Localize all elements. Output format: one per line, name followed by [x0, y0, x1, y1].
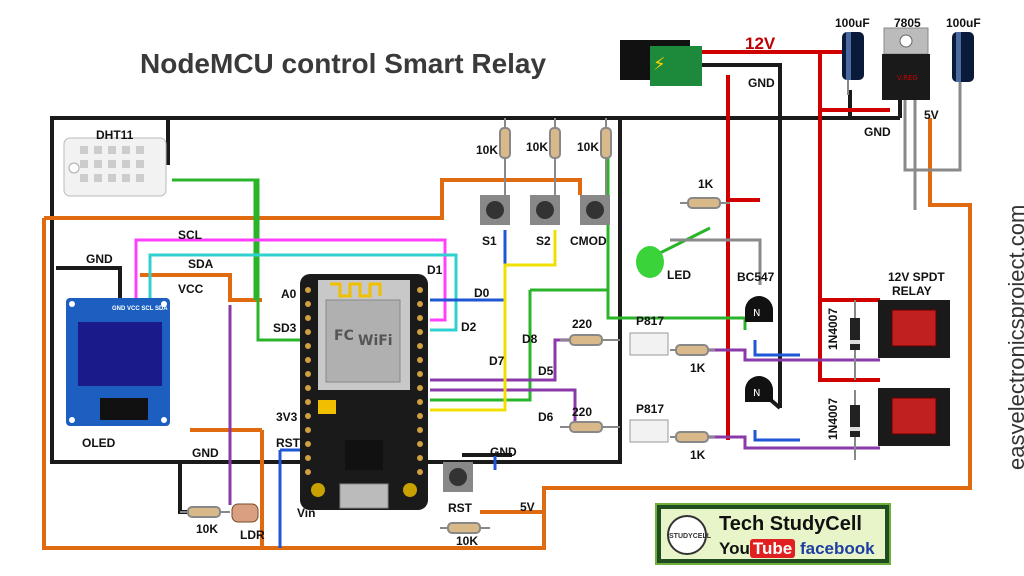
label-gnd-reg: GND: [864, 125, 891, 139]
label-r-opto1: 220: [572, 317, 593, 331]
label-led: LED: [667, 268, 691, 282]
youtube-you: You: [719, 539, 750, 558]
website-label: easyelectronicsproject.com: [1004, 204, 1024, 470]
oled-pin-labels: GND VCC SCL SDA: [112, 306, 168, 312]
oled-pin-scl: SCL: [141, 306, 154, 312]
label-r2: 10K: [526, 140, 549, 154]
label-sd3: SD3: [273, 321, 297, 335]
led: [636, 246, 664, 278]
label-d0: D0: [474, 286, 490, 300]
label-s1: S1: [482, 234, 497, 248]
label-ldr: LDR: [240, 528, 265, 542]
label-d2: D2: [461, 320, 477, 334]
wires-red: [700, 40, 890, 440]
label-r-base2: 1K: [690, 448, 706, 462]
wires-orange: [42, 118, 972, 550]
transistors: N N: [745, 296, 773, 402]
svg-text:N: N: [753, 308, 760, 319]
label-bc547: BC547: [737, 270, 775, 284]
optocouplers: [629, 332, 669, 443]
facebook-label: facebook: [799, 539, 875, 558]
label-relay-line1: 12V SPDT: [888, 270, 945, 284]
label-dht11: DHT11: [96, 128, 134, 142]
label-r-opto2: 220: [572, 405, 593, 419]
label-5v-bottom: 5V: [520, 500, 535, 514]
dc-jack: ⚡: [620, 40, 702, 86]
wires-i2c: [134, 238, 458, 332]
wires-gray: [670, 70, 962, 285]
label-d5: D5: [538, 364, 554, 378]
wires-yellow: [430, 230, 557, 412]
dht11-sensor: [63, 137, 167, 197]
svg-text:N: N: [753, 388, 760, 399]
label-diode1: 1N4007: [826, 307, 840, 350]
label-cmod: CMOD: [570, 234, 607, 248]
label-a0: A0: [281, 287, 297, 301]
label-gnd-oled: GND: [86, 252, 113, 266]
oled-pin-vcc: VCC: [127, 306, 140, 312]
nodemcu-board: FC WiFi: [300, 274, 428, 510]
push-buttons: [443, 195, 610, 492]
label-vcc: VCC: [178, 282, 204, 296]
label-gnd-top: GND: [748, 76, 775, 90]
regulator-7805: V.REG: [882, 27, 930, 100]
svg-text:WiFi: WiFi: [358, 333, 393, 349]
label-r-base1: 1K: [690, 361, 706, 375]
svg-text:FC: FC: [334, 328, 354, 344]
label-3v3: 3V3: [276, 410, 298, 424]
label-12v: 12V: [745, 34, 776, 53]
label-rst: RST: [276, 436, 300, 450]
capacitor-1: [842, 32, 864, 95]
resistors: [180, 118, 730, 534]
label-regulator: 7805: [894, 16, 921, 30]
label-cap1: 100uF: [835, 16, 870, 30]
label-r-led: 1K: [698, 177, 714, 191]
wires-green: [172, 150, 747, 402]
brand-name: Tech StudyCell: [719, 513, 862, 535]
label-opto1: P817: [636, 314, 665, 328]
label-d8: D8: [522, 332, 538, 346]
wires-purple: [228, 305, 880, 505]
brand-emblem: STUDYCELL: [667, 515, 711, 555]
label-btn-rst: RST: [448, 501, 472, 515]
label-oled: OLED: [82, 436, 116, 450]
label-opto2: P817: [636, 402, 665, 416]
ldr: [231, 503, 259, 523]
label-vin: Vin: [297, 506, 316, 520]
label-gnd-mcu: GND: [490, 445, 517, 459]
oled-pin-gnd: GND: [112, 306, 126, 312]
oled-display: [66, 298, 170, 426]
label-relay-line2: RELAY: [892, 284, 932, 298]
label-s2: S2: [536, 234, 551, 248]
label-gnd-bottom: GND: [192, 446, 219, 460]
label-r-rst: 10K: [456, 534, 479, 548]
label-r1: 10K: [476, 143, 499, 157]
label-d7: D7: [489, 354, 505, 368]
relays: [878, 300, 950, 446]
label-r-ldr: 10K: [196, 522, 219, 536]
label-sda: SDA: [188, 257, 214, 271]
diodes: [850, 300, 860, 460]
capacitor-2: [952, 32, 974, 82]
label-cap2: 100uF: [946, 16, 981, 30]
label-d6: D6: [538, 410, 554, 424]
label-scl: SCL: [178, 228, 202, 242]
svg-text:V.REG: V.REG: [897, 74, 918, 82]
label-diode2: 1N4007: [826, 397, 840, 440]
svg-text:⚡: ⚡: [653, 54, 666, 75]
label-r3: 10K: [577, 140, 600, 154]
page-title: NodeMCU control Smart Relay: [140, 48, 547, 79]
label-d1: D1: [427, 263, 443, 277]
youtube-tube: Tube: [749, 539, 796, 558]
oled-pin-sda: SDA: [154, 306, 168, 312]
label-5v-reg: 5V: [924, 108, 939, 122]
